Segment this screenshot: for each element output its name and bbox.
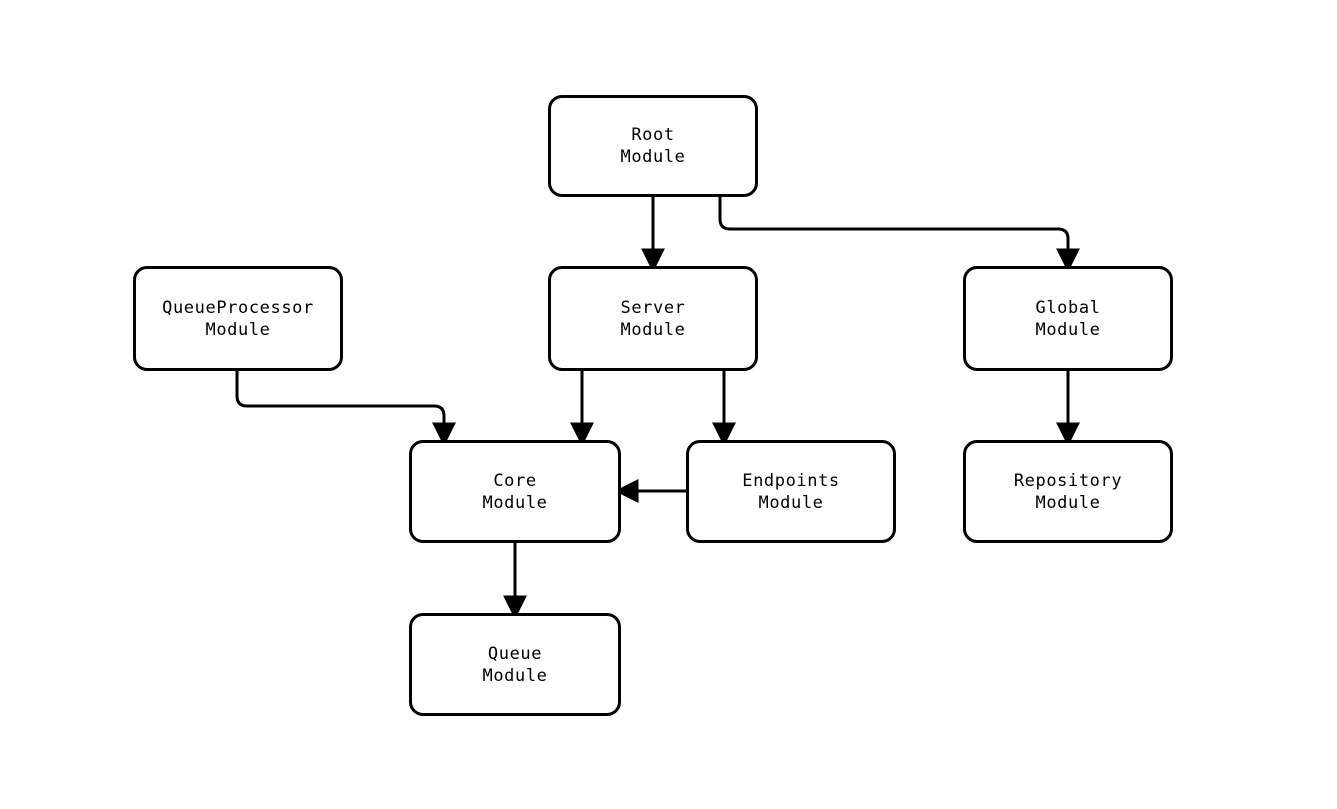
node-global-module-line2: Module — [1035, 319, 1101, 340]
node-endpoints-module-line2: Module — [758, 492, 824, 513]
node-endpoints-module[interactable]: Endpoints Module — [686, 440, 896, 543]
node-root-module-line2: Module — [620, 147, 686, 167]
edge-queueprocessor-to-core — [235, 371, 456, 447]
node-server-module-line1: Server — [620, 297, 686, 318]
node-server-module-line2: Module — [620, 319, 686, 340]
node-global-module[interactable]: Global Module — [963, 266, 1173, 371]
node-queueprocessor-module[interactable]: QueueProcessor Module — [133, 266, 343, 371]
node-core-module-line1: Core — [493, 470, 537, 491]
node-repository-module-line2: Module — [1035, 492, 1101, 513]
node-core-module-line2: Module — [482, 492, 548, 513]
node-queue-module-line1: Queue — [487, 643, 543, 664]
node-global-module-line1: Global — [1035, 297, 1101, 318]
node-repository-module[interactable]: Repository Module — [963, 440, 1173, 543]
node-queueprocessor-module-line1: QueueProcessor — [162, 297, 314, 318]
edge-root-to-global — [718, 197, 1080, 273]
node-server-module[interactable]: Server Module — [548, 266, 758, 371]
node-queueprocessor-module-line2: Module — [205, 319, 271, 340]
node-queue-module-line2: Module — [482, 665, 548, 686]
node-core-module[interactable]: Core Module — [409, 440, 621, 543]
node-queue-module[interactable]: Queue Module — [409, 613, 621, 716]
node-repository-module-line1: Repository — [1013, 470, 1123, 491]
node-root-module[interactable]: Root Module — [548, 95, 758, 197]
node-endpoints-module-line1: Endpoints — [742, 470, 840, 491]
node-root-module-line1: Root — [631, 125, 675, 145]
